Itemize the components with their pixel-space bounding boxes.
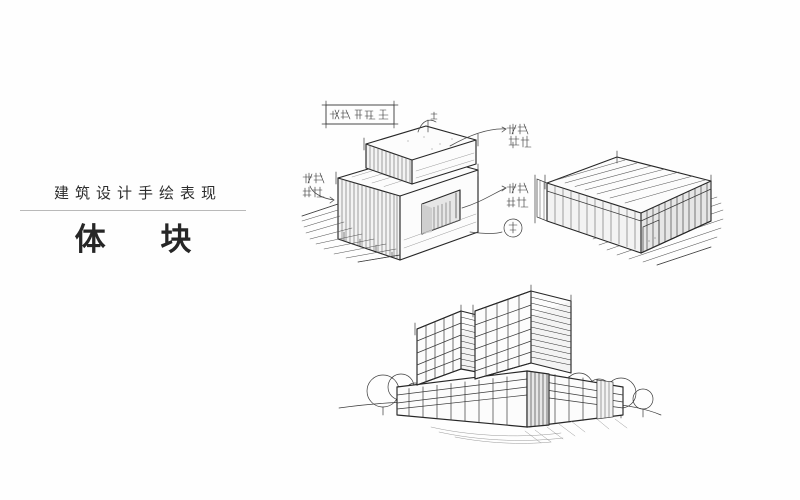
massing-ground-shadow <box>301 203 401 263</box>
sketch-building-perspective <box>335 275 665 465</box>
building-right-bay <box>596 379 614 420</box>
title-divider <box>20 210 246 211</box>
building-tower-right <box>472 284 572 380</box>
annotation-subtraction <box>461 182 529 209</box>
massing-lower-box <box>337 153 479 261</box>
massing-dimension-ticks <box>335 119 479 185</box>
building-ground-shadow <box>430 418 628 444</box>
annotation-circled-mark <box>469 218 523 238</box>
title-block: 建筑设计手绘表现 体 块 <box>18 183 248 260</box>
bar-dimension-ticks <box>534 150 712 224</box>
massing-upper-box <box>365 125 477 185</box>
annotation-addition <box>449 123 532 149</box>
bar-volume-body <box>536 156 712 254</box>
building-entrance-bay <box>526 370 550 428</box>
sketch-bar-volume <box>525 135 740 275</box>
bar-panel-detail <box>642 219 660 253</box>
annotation-carving <box>302 172 335 204</box>
annotation-subtraction-glyphs <box>506 182 529 208</box>
page-title: 体 块 <box>74 222 214 258</box>
building-podium <box>396 370 624 428</box>
annotation-carving-glyphs <box>302 172 325 198</box>
sketch-stacked-massing <box>300 92 550 277</box>
annotation-addition-glyphs <box>506 123 532 149</box>
slide-subtitle: 建筑设计手绘表现 <box>53 184 222 202</box>
annotation-top-leader <box>417 111 438 133</box>
bar-recess-band <box>546 188 712 222</box>
massing-boxed-label <box>321 100 399 129</box>
